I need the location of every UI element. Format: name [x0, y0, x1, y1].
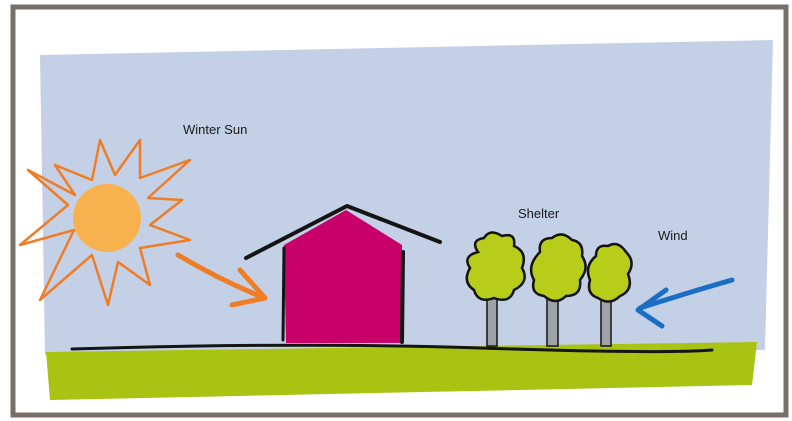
sun-icon	[73, 184, 141, 252]
tree-foliage	[531, 234, 585, 301]
tree-trunk	[487, 298, 497, 346]
trees-label: Shelter	[518, 206, 560, 221]
sun-label: Winter Sun	[183, 122, 247, 137]
wind-label: Wind	[658, 228, 688, 243]
tree-trunk	[601, 296, 611, 346]
